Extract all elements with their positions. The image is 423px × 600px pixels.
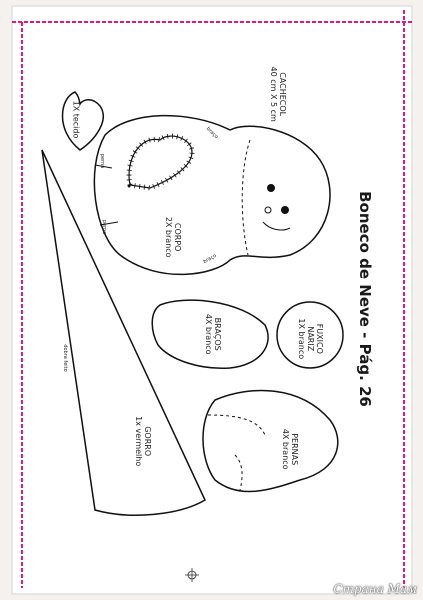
watermark-text: Страна Мам	[333, 582, 417, 596]
corpo-mark-perna-left: perna	[99, 153, 105, 169]
pernas-label: PERNAS 4X branco	[281, 428, 300, 470]
pernas-seam-2	[234, 454, 243, 491]
gorro-fold-label: dobra feito	[62, 344, 68, 372]
eye-right	[281, 206, 289, 214]
gorro-label: GORRO 1x vermelho	[134, 416, 153, 467]
corpo-label: CORPO 2X branco	[164, 216, 183, 258]
page-title: Boneco de Neve - Pág. 26	[356, 191, 374, 407]
corpo-heart-applique	[128, 135, 193, 189]
bracos-label: BRAÇOS 4X branco	[204, 313, 223, 355]
pernas-seam-1	[207, 414, 266, 436]
pernas-piece	[202, 389, 339, 493]
corpo-piece	[93, 114, 331, 276]
fuxico-piece	[276, 301, 344, 369]
gorro-piece	[41, 149, 206, 516]
eye-left	[267, 184, 275, 192]
corpo-neck-line	[241, 139, 251, 256]
paper-sheet	[11, 5, 413, 595]
cachecol-label: CACHECOL 40 cm X 5 cm	[269, 66, 288, 122]
nose-dot	[264, 206, 272, 214]
registration-mark	[185, 568, 199, 582]
smile	[262, 221, 291, 231]
heart-qty-label: 1X tecido	[71, 100, 81, 139]
corpo-mark-perna-bottom: perna	[101, 219, 107, 235]
bracos-piece	[151, 299, 269, 369]
heart-piece	[61, 91, 104, 151]
fuxico-label: FUXICO NARIZ 1X branco	[296, 318, 324, 360]
gorro-fold-line	[41, 149, 96, 511]
